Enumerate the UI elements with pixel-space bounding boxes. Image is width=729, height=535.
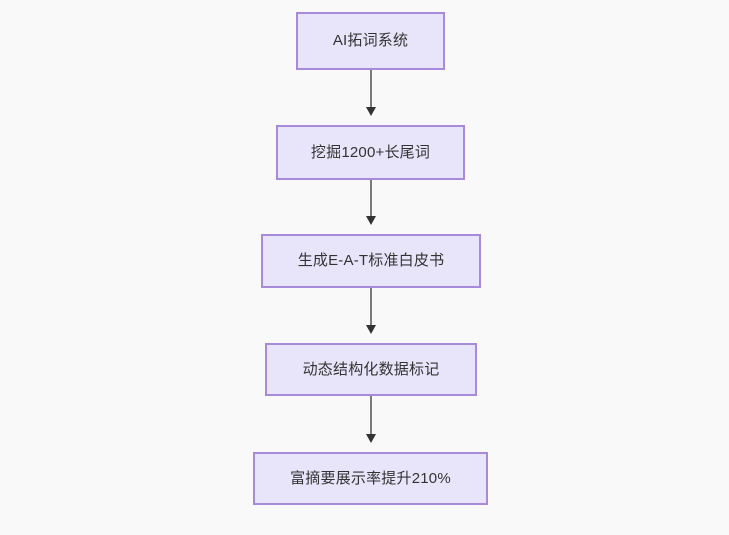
flow-edge-line bbox=[370, 180, 372, 217]
flow-arrowhead-icon bbox=[366, 434, 376, 443]
flow-node-label: 挖掘1200+长尾词 bbox=[310, 143, 431, 161]
flow-node-label: AI拓词系统 bbox=[332, 32, 409, 49]
flow-arrowhead-icon bbox=[366, 325, 376, 334]
flow-arrowhead-icon bbox=[366, 107, 376, 116]
flow-edge-line bbox=[370, 288, 372, 326]
flow-node-ai-keyword-system[interactable]: AI拓词系统 bbox=[296, 12, 445, 70]
flow-node-generate-eat-whitepaper[interactable]: 生成E-A-T标准白皮书 bbox=[261, 234, 481, 288]
flow-node-rich-snippet-rate-increase[interactable]: 富摘要展示率提升210% bbox=[253, 452, 488, 505]
flow-edge-line bbox=[370, 396, 372, 435]
flow-node-label: 富摘要展示率提升210% bbox=[290, 469, 451, 487]
flow-node-label: 动态结构化数据标记 bbox=[302, 360, 440, 378]
flow-edge-line bbox=[370, 70, 372, 108]
flow-node-label: 生成E-A-T标准白皮书 bbox=[297, 252, 445, 269]
flow-node-dynamic-structured-data-markup[interactable]: 动态结构化数据标记 bbox=[265, 343, 477, 396]
flow-arrowhead-icon bbox=[366, 216, 376, 225]
flow-node-mine-longtail-keywords[interactable]: 挖掘1200+长尾词 bbox=[276, 125, 465, 180]
